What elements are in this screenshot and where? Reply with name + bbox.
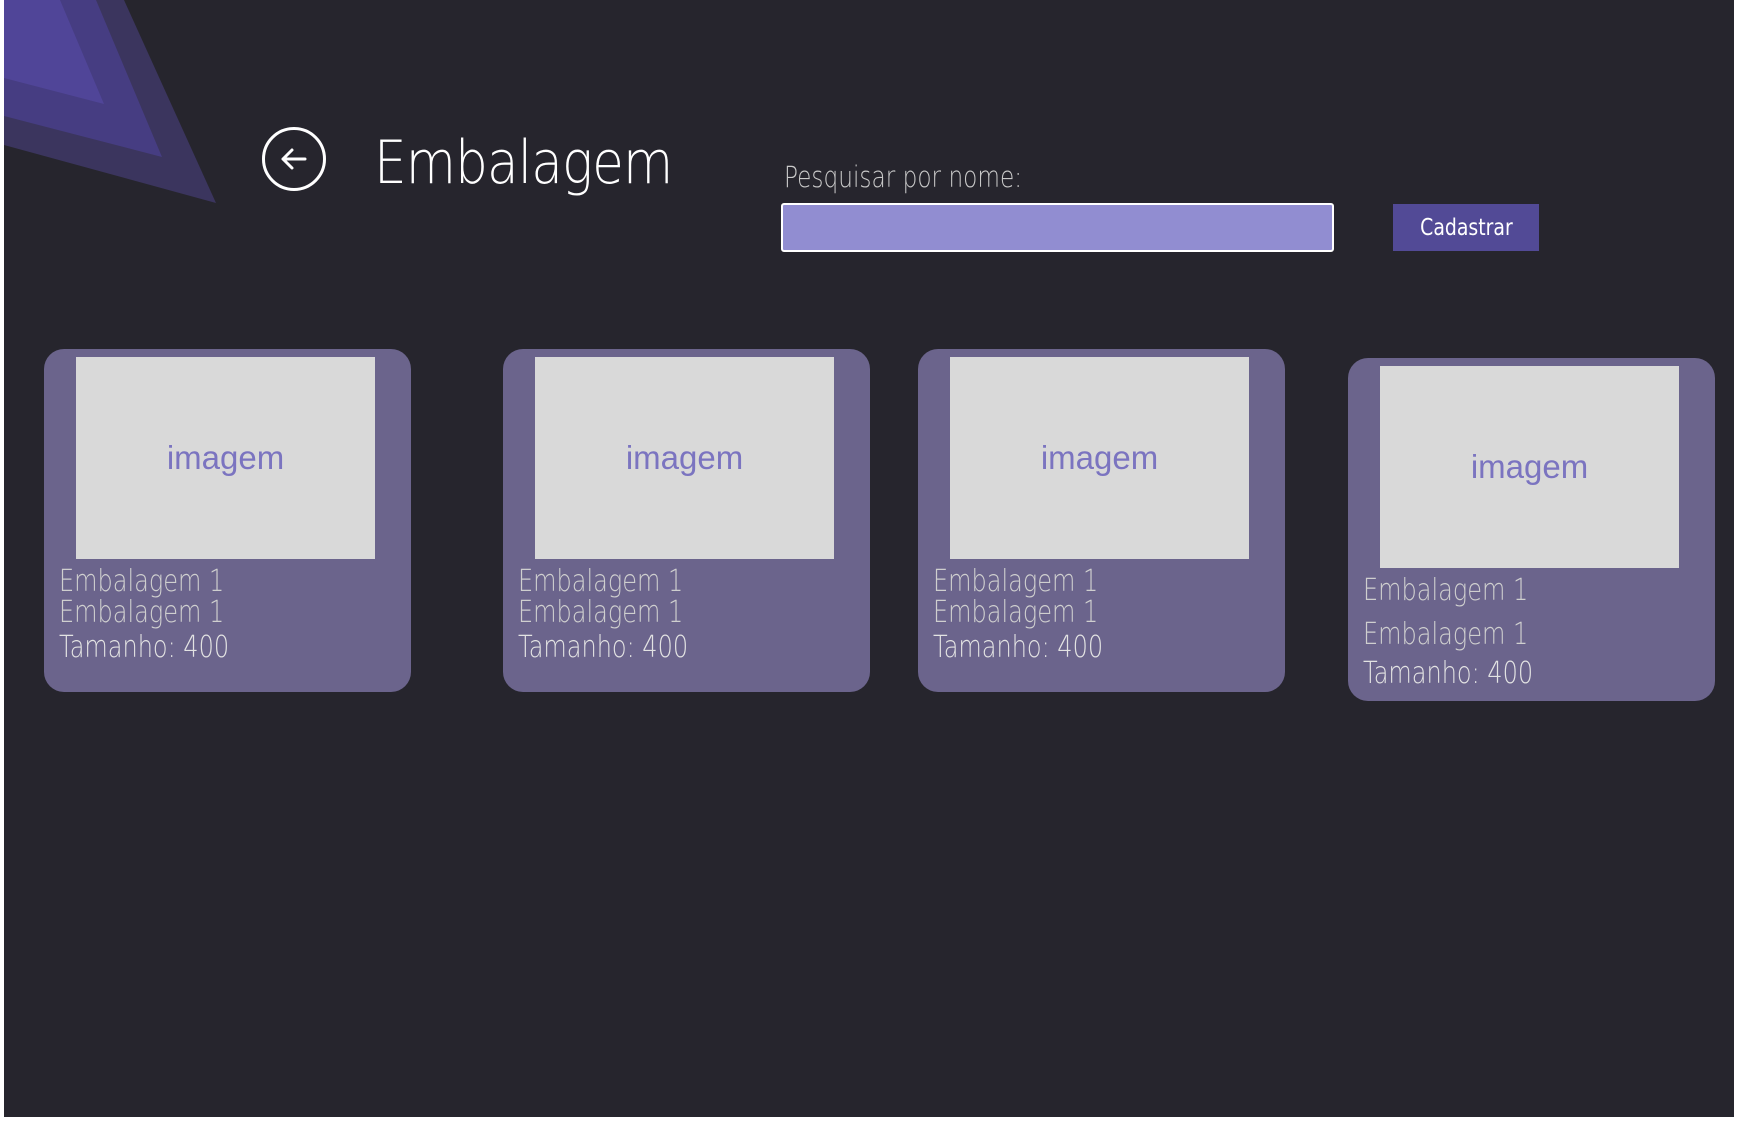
card-description: Embalagem 1 — [518, 595, 684, 630]
decorative-triangles — [4, 0, 216, 203]
card-description: Embalagem 1 — [59, 595, 225, 630]
arrow-left-icon — [281, 148, 307, 170]
back-button[interactable] — [262, 127, 326, 191]
card-name: Embalagem 1 — [933, 564, 1099, 599]
card-description: Embalagem 1 — [1363, 617, 1529, 652]
card-image-label: imagem — [1040, 439, 1159, 476]
card-image-label: imagem — [166, 439, 285, 476]
card-size: Tamanho: 400 — [1363, 656, 1534, 691]
package-card[interactable]: imagem Embalagem 1 Embalagem 1 Tamanho: … — [1348, 358, 1715, 701]
card-name: Embalagem 1 — [59, 564, 225, 599]
card-size: Tamanho: 400 — [518, 630, 689, 665]
package-card[interactable]: imagem Embalagem 1 Embalagem 1 Tamanho: … — [44, 349, 411, 692]
search-label: Pesquisar por nome: — [784, 160, 1023, 194]
register-button[interactable]: Cadastrar — [1393, 204, 1539, 251]
package-card[interactable]: imagem Embalagem 1 Embalagem 1 Tamanho: … — [503, 349, 870, 692]
card-size: Tamanho: 400 — [933, 630, 1104, 665]
search-input[interactable] — [781, 203, 1334, 252]
app-screen: Embalagem Pesquisar por nome: Cadastrar … — [4, 0, 1734, 1117]
register-button-label: Cadastrar — [1419, 214, 1513, 241]
card-name: Embalagem 1 — [518, 564, 684, 599]
card-image-placeholder: imagem — [950, 357, 1249, 559]
card-image-label: imagem — [625, 439, 744, 476]
card-name: Embalagem 1 — [1363, 573, 1529, 608]
card-image-placeholder: imagem — [1380, 366, 1679, 568]
package-card[interactable]: imagem Embalagem 1 Embalagem 1 Tamanho: … — [918, 349, 1285, 692]
card-image-placeholder: imagem — [76, 357, 375, 559]
card-image-placeholder: imagem — [535, 357, 834, 559]
card-description: Embalagem 1 — [933, 595, 1099, 630]
card-image-label: imagem — [1470, 448, 1589, 485]
card-size: Tamanho: 400 — [59, 630, 230, 665]
page-title: Embalagem — [374, 128, 673, 198]
